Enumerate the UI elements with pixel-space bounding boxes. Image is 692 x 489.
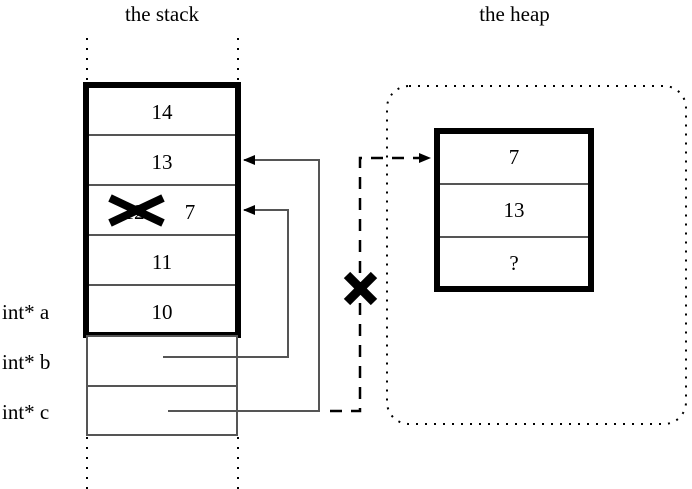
stack-cell-value-1: 13 — [151, 150, 173, 174]
cancel-x-pointer-c — [343, 271, 378, 306]
stack-cell-dividers — [89, 134, 235, 286]
pointer-b-arrow — [163, 205, 289, 358]
stack-guide-dotted-top — [86, 38, 239, 85]
stack-cell-value-3: 11 — [151, 250, 173, 274]
heap-cell-value-0: 7 — [508, 145, 520, 169]
heap-block-frame — [434, 128, 594, 292]
heap-cell-dividers — [440, 183, 588, 238]
cancel-x-stack-value — [108, 194, 165, 227]
heap-cell-value-1: 13 — [503, 198, 525, 222]
heap-title: the heap — [479, 2, 550, 26]
stack-label-a: int* a — [2, 300, 50, 324]
pointer-c-arrow-stack — [168, 155, 320, 412]
heap-cell-value-2: ? — [509, 251, 519, 275]
stack-cell-value-0: 14 — [151, 100, 173, 124]
stack-cell-value-4: 10 — [151, 300, 173, 324]
stack-cell-value-2-annotation: 7 — [184, 200, 196, 224]
stack-label-b: int* b — [2, 350, 51, 374]
stack-title: the stack — [124, 2, 200, 26]
stack-bold-frame — [83, 82, 241, 338]
stack-guide-dotted-bottom — [86, 437, 239, 489]
stack-cell-value-2: 12 — [123, 200, 145, 224]
pointer-c-arrow-heap-dashed — [330, 153, 431, 413]
stack-label-c: int* c — [2, 400, 50, 424]
heap-region-boundary — [386, 85, 687, 425]
